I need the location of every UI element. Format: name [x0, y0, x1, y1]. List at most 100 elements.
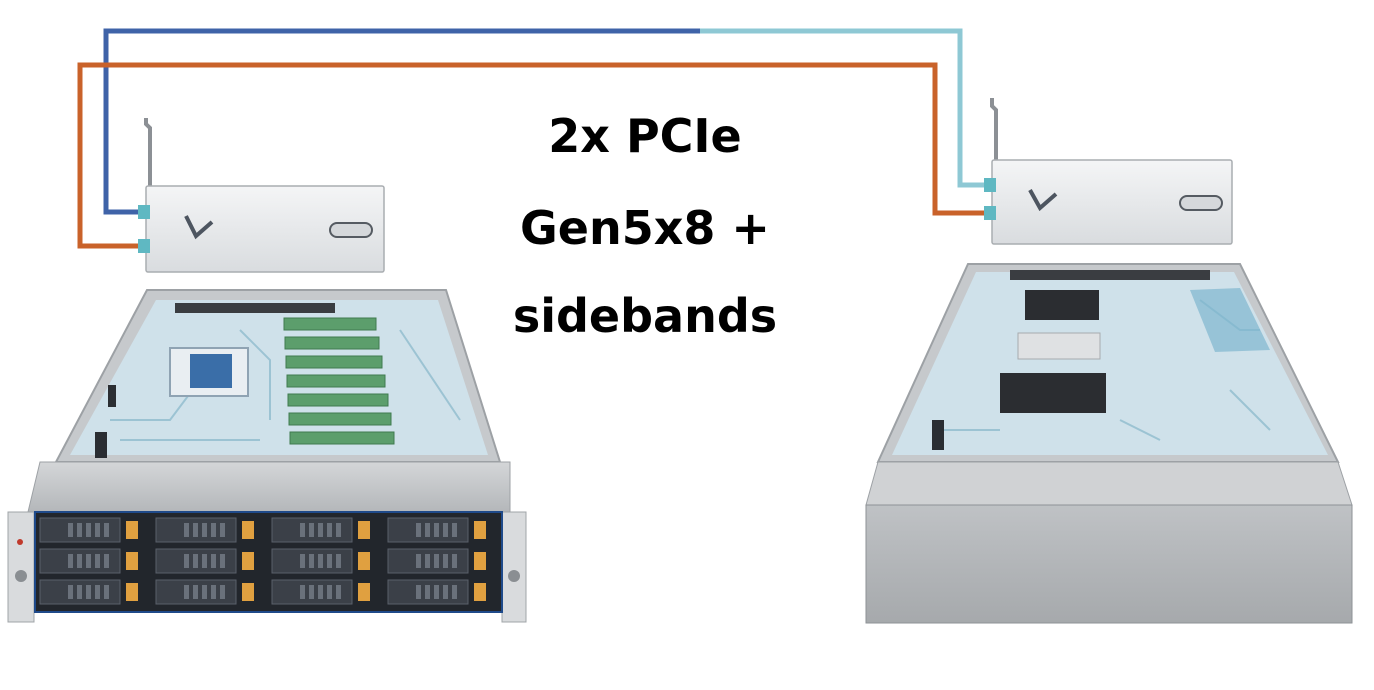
drive-release-tab — [474, 583, 486, 601]
heatsink-plate — [1017, 332, 1101, 360]
drive-bay-vent — [220, 585, 225, 599]
drive-release-tab — [126, 552, 138, 570]
left-board-traces — [110, 329, 461, 441]
drive-bay-vent — [425, 585, 430, 599]
drive-bay-vent — [202, 585, 207, 599]
drive-bay-vent — [77, 523, 82, 537]
left-board-slot — [95, 432, 107, 458]
caption-line-1: 2x PCIe — [548, 109, 742, 163]
drive-bay-vent — [193, 585, 198, 599]
drive-bay-vent — [104, 554, 109, 568]
drive-bay-vent — [86, 523, 91, 537]
drive-release-tab — [358, 583, 370, 601]
drive-bay-vent — [86, 585, 91, 599]
drive-bay-vent — [434, 523, 439, 537]
left-pcie-card — [138, 118, 385, 273]
right-card-bracket — [990, 98, 998, 160]
drive-bay-vent — [68, 554, 73, 568]
left-card-port-bottom — [138, 239, 150, 253]
drive-bay-vent — [95, 585, 100, 599]
drive-bay-vent — [416, 554, 421, 568]
drive-bay-vent — [184, 523, 189, 537]
left-server-front-top — [27, 461, 511, 513]
drive-bay-vent — [434, 585, 439, 599]
drive-bay-vent — [416, 523, 421, 537]
drive-bay-vent — [193, 523, 198, 537]
right-card-body — [991, 159, 1233, 245]
drive-bay-vent — [309, 585, 314, 599]
caption-line-2: Gen5x8 + — [520, 201, 770, 255]
drive-bay-vent — [443, 523, 448, 537]
left-board-slot-2 — [108, 385, 116, 407]
rack-ear-knob-left — [15, 570, 27, 582]
drive-bay-vent — [300, 523, 305, 537]
drive-bay-vent — [327, 554, 332, 568]
drive-bay-vent — [425, 554, 430, 568]
drive-bay-vent — [211, 523, 216, 537]
pill-handle-icon — [329, 222, 373, 238]
drive-bay-vent — [300, 585, 305, 599]
drive-bay-vent — [220, 523, 225, 537]
drive-bay-vent — [68, 585, 73, 599]
right-card-port-top — [984, 178, 996, 192]
right-server-connector-bar — [1010, 270, 1210, 280]
drive-release-tab — [126, 521, 138, 539]
drive-bay-vent — [184, 585, 189, 599]
drive-bays — [39, 517, 486, 605]
drive-release-tab — [474, 552, 486, 570]
right-card-port-bottom — [984, 206, 996, 220]
drive-release-tab — [242, 583, 254, 601]
drive-bay-vent — [309, 554, 314, 568]
left-rack-ear-right — [501, 511, 527, 623]
drive-bay-vent — [434, 554, 439, 568]
drive-bay-vent — [202, 523, 207, 537]
left-rack-ear-left — [7, 511, 35, 623]
pcie-cables — [77, 28, 992, 249]
drive-bay-vent — [318, 585, 323, 599]
drive-release-tab — [242, 521, 254, 539]
drive-bay-vent — [327, 523, 332, 537]
rack-ear-knob-right — [508, 570, 520, 582]
left-card-body — [145, 185, 385, 273]
drive-bay-vent — [327, 585, 332, 599]
drive-bay-vent — [452, 585, 457, 599]
caption-line-3: sidebands — [512, 289, 778, 343]
drive-release-tab — [126, 583, 138, 601]
drive-bay-vent — [95, 523, 100, 537]
drive-bay-vent — [452, 523, 457, 537]
drive-bay-vent — [336, 554, 341, 568]
drive-bay-vent — [220, 554, 225, 568]
cable-orange — [77, 62, 992, 249]
pill-handle-icon — [1179, 195, 1223, 211]
right-board-slot — [932, 420, 944, 450]
drive-bay-vent — [86, 554, 91, 568]
drive-bay-vent — [318, 523, 323, 537]
drive-bay-vent — [77, 554, 82, 568]
drive-bay-vent — [104, 523, 109, 537]
left-card-port-top — [138, 205, 150, 219]
right-pcie-card — [984, 98, 1233, 245]
dimm-slots — [283, 317, 395, 445]
switch-chip-bottom — [1000, 373, 1106, 413]
drive-bay-vent — [211, 585, 216, 599]
cable-blue-light-segment — [700, 28, 992, 188]
drive-bay-vent — [184, 554, 189, 568]
drive-release-tab — [474, 521, 486, 539]
power-led — [17, 539, 23, 545]
drive-release-tab — [358, 521, 370, 539]
drive-bay-vent — [318, 554, 323, 568]
card-logo-icon — [184, 215, 214, 240]
right-board-blue-patch — [1190, 288, 1270, 352]
drive-bay-vent — [95, 554, 100, 568]
drive-bay-vent — [104, 585, 109, 599]
drive-bay-vent — [68, 523, 73, 537]
drive-bay-vent — [202, 554, 207, 568]
drive-release-tab — [242, 552, 254, 570]
cpu-die — [190, 354, 232, 388]
drive-bay-vent — [425, 523, 430, 537]
drive-bay-vent — [336, 523, 341, 537]
drive-bay-vent — [443, 554, 448, 568]
drive-release-tab — [358, 552, 370, 570]
drive-bay-vent — [309, 523, 314, 537]
